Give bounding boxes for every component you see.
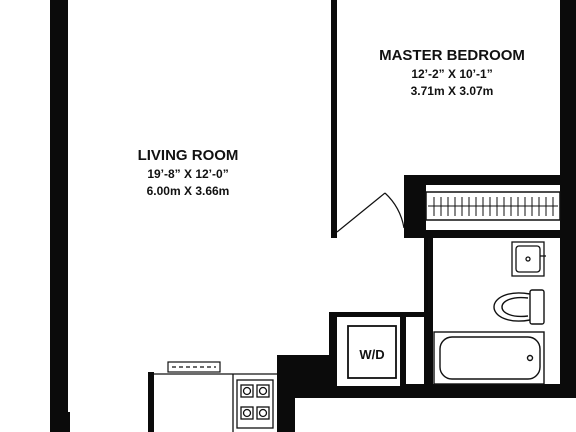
master-bedroom-name: MASTER BEDROOM	[379, 47, 525, 64]
washer-dryer-unit: W/D	[347, 325, 397, 379]
burner-back-left-icon	[240, 406, 254, 420]
living-room-dim-imperial: 19’-8” X 12’-0”	[147, 167, 228, 181]
bedroom-right-wall	[560, 0, 576, 238]
cooktop	[236, 379, 274, 429]
closet-front-wall	[404, 175, 576, 185]
burner-front-left-icon	[240, 384, 254, 398]
bathroom-sink	[511, 241, 546, 277]
kitchen-wall-left	[277, 355, 295, 432]
living-room-dim-metric: 6.00m X 3.66m	[147, 184, 230, 198]
bathroom-right-wall	[560, 238, 576, 398]
living-bedroom-partition-wall	[331, 0, 337, 238]
bedroom-closet	[425, 191, 561, 221]
closet-side-wall	[404, 175, 426, 237]
burner-front-right-icon	[256, 384, 270, 398]
closet-back-wall	[404, 230, 576, 238]
kitchen-window	[167, 361, 221, 373]
burner-back-right-icon	[256, 406, 270, 420]
walls	[50, 0, 576, 432]
master-bedroom-label: MASTER BEDROOM 12’-2” X 10’-1” 3.71m X 3…	[379, 47, 525, 98]
kitchen-left-wall	[148, 372, 154, 432]
kitchen-counter	[154, 373, 277, 432]
closet-hanger-ticks	[433, 197, 554, 216]
living-room-label: LIVING ROOM 19’-8” X 12’-0” 6.00m X 3.66…	[138, 147, 239, 198]
bedroom-door	[336, 192, 405, 233]
bathtub	[433, 331, 545, 385]
laundry-top-wall	[329, 312, 429, 317]
lower-corridor-wall	[295, 386, 576, 398]
living-room-name: LIVING ROOM	[138, 147, 239, 164]
master-bedroom-dim-imperial: 12’-2” X 10’-1”	[411, 67, 492, 81]
living-room-left-wall	[50, 0, 68, 432]
master-bedroom-dim-metric: 3.71m X 3.07m	[411, 84, 494, 98]
laundry-right-wall	[400, 312, 406, 398]
washer-dryer-label: W/D	[359, 347, 384, 362]
toilet	[493, 289, 545, 325]
living-room-bottom-left-wall	[60, 412, 70, 432]
